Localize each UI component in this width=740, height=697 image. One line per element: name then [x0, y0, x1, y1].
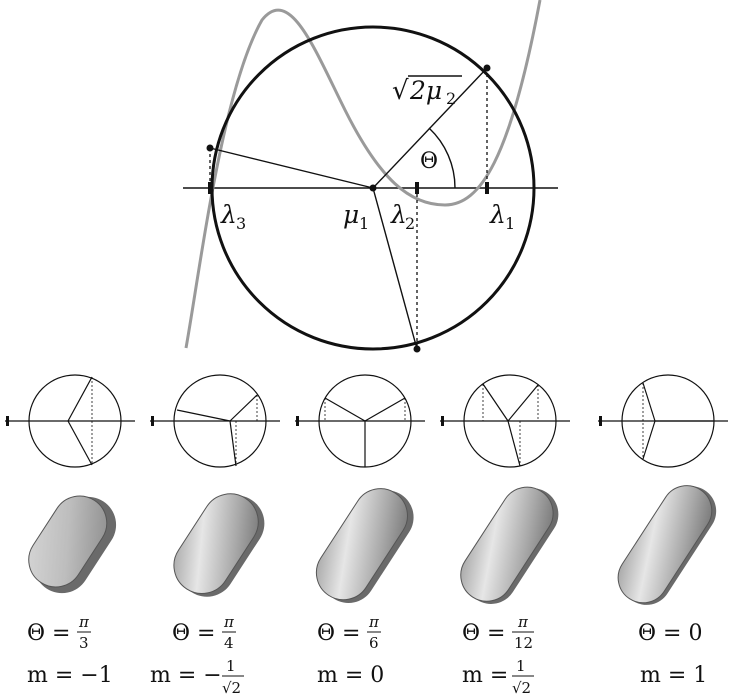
- svg-text:2: 2: [446, 89, 456, 108]
- svg-text:π: π: [368, 613, 380, 631]
- svg-text:m = 1: m = 1: [640, 663, 707, 688]
- label-sqrt-2mu2: √ 2μ 2: [392, 75, 462, 108]
- mini-diagram: [150, 374, 280, 468]
- svg-text:π: π: [78, 613, 90, 631]
- main-diagram: √ 2μ 2 Θ λ 3 μ 1 λ 2 λ 1: [183, 0, 558, 353]
- panel-1: Θ = π 3 m = −1: [5, 374, 135, 688]
- panel-3: Θ = π 6 m = 0: [295, 374, 425, 688]
- svg-text:1: 1: [226, 657, 236, 675]
- m-label: m = 0: [317, 663, 384, 688]
- ellipsoid-shape: [460, 486, 559, 604]
- label-lambda3: λ 3: [220, 200, 246, 233]
- m-label: m = − 1 √2: [150, 657, 244, 697]
- m-label: m = 1: [640, 663, 707, 688]
- svg-text:μ: μ: [343, 200, 359, 229]
- svg-text:λ: λ: [489, 200, 506, 229]
- svg-text:3: 3: [236, 214, 246, 233]
- svg-text:3: 3: [79, 634, 89, 652]
- theta-label: Θ = π 6: [317, 613, 381, 652]
- svg-text:λ: λ: [220, 200, 237, 229]
- tick-lambda1: [485, 182, 489, 194]
- mini-diagram: [5, 374, 135, 468]
- theta-label: Θ = π 4: [172, 613, 236, 652]
- radius-lambda2: [372, 187, 418, 350]
- svg-text:12: 12: [514, 634, 533, 652]
- ellipsoid-shape: [173, 493, 265, 597]
- svg-text:4: 4: [224, 634, 234, 652]
- svg-text:√2: √2: [512, 679, 531, 697]
- point-lambda3-circle: [206, 144, 214, 152]
- svg-text:m = −1: m = −1: [27, 663, 113, 688]
- mini-diagram: [295, 374, 425, 468]
- panel-4: Θ = π 12 m = 1 √2: [440, 374, 570, 697]
- svg-text:1: 1: [516, 657, 526, 675]
- radius-lambda3: [209, 147, 374, 189]
- svg-text:1: 1: [505, 214, 515, 233]
- svg-text:π: π: [517, 613, 529, 631]
- svg-text:Θ = 0: Θ = 0: [638, 621, 702, 646]
- label-mu1: μ 1: [343, 200, 369, 233]
- ellipsoid-shape: [617, 485, 717, 605]
- mini-diagram: [598, 374, 728, 468]
- label-lambda2: λ 2: [390, 200, 415, 233]
- svg-text:2: 2: [405, 214, 415, 233]
- theta-arc: [428, 127, 456, 189]
- theta-label: Θ = π 12: [462, 613, 534, 652]
- svg-text:√: √: [392, 76, 409, 106]
- m-label: m = −1: [27, 663, 113, 688]
- svg-text:m = −: m = −: [150, 663, 222, 688]
- svg-text:m =: m =: [462, 663, 508, 688]
- m-label: m = 1 √2: [462, 657, 534, 697]
- ellipsoid-shape: [315, 488, 414, 603]
- point-lambda1-circle: [483, 64, 491, 72]
- theta-label: Θ = π 3: [27, 613, 91, 652]
- label-lambda1: λ 1: [489, 200, 515, 233]
- svg-text:π: π: [223, 613, 235, 631]
- svg-text:Θ =: Θ =: [317, 621, 360, 646]
- svg-text:m = 0: m = 0: [317, 663, 384, 688]
- svg-text:6: 6: [369, 634, 379, 652]
- svg-text:Θ =: Θ =: [172, 621, 215, 646]
- mini-diagram: [440, 374, 570, 468]
- theta-label: Θ = 0: [638, 621, 702, 646]
- svg-text:2μ: 2μ: [409, 76, 442, 105]
- svg-text:√2: √2: [222, 679, 241, 697]
- panel-2: Θ = π 4 m = − 1 √2: [150, 374, 280, 697]
- cubic-curve: [184, 0, 542, 349]
- point-mu1: [369, 184, 377, 192]
- svg-text:Θ =: Θ =: [462, 621, 505, 646]
- ellipsoid-shape: [28, 495, 117, 594]
- tick-lambda3: [208, 182, 212, 194]
- tick-lambda2: [415, 182, 419, 194]
- svg-text:Θ =: Θ =: [27, 621, 70, 646]
- point-lambda2-circle: [413, 345, 421, 353]
- panel-5: Θ = 0 m = 1: [598, 374, 728, 688]
- svg-text:λ: λ: [390, 200, 407, 229]
- label-theta: Θ: [420, 149, 438, 174]
- svg-text:1: 1: [359, 214, 369, 233]
